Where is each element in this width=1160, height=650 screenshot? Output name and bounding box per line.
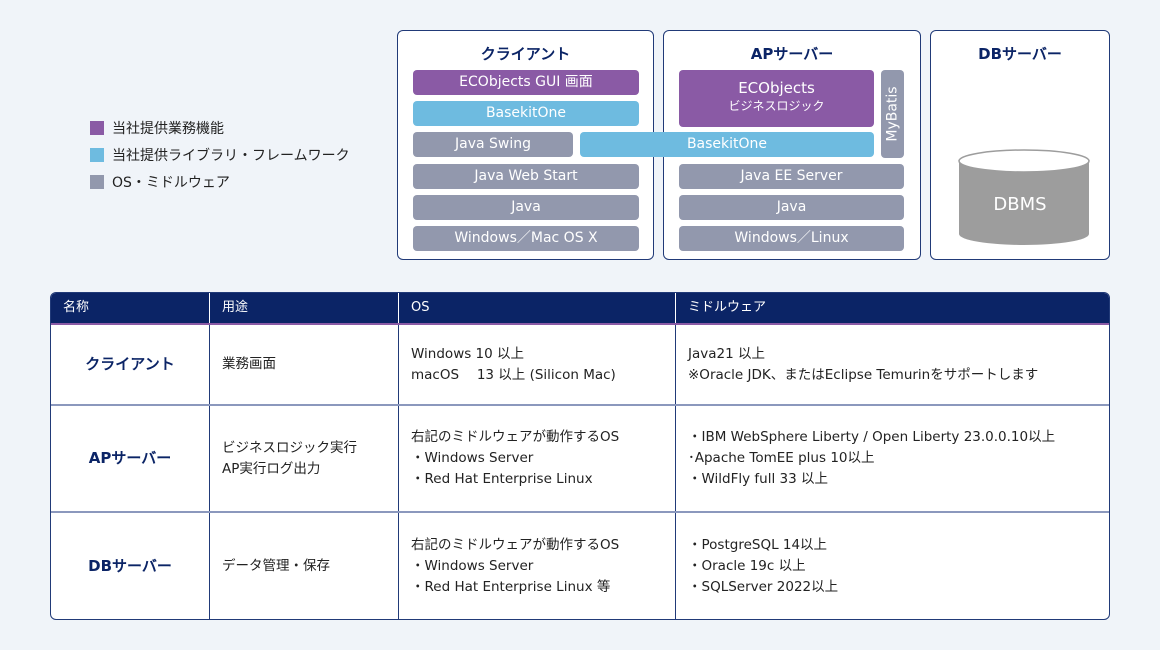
middleware-line: ・Oracle 19c 以上 (688, 557, 806, 574)
basekitone-client-block: BasekitOne (413, 101, 639, 126)
ap-server-frame: APサーバー ECObjects ビジネスロジック MyBatis Java E… (663, 30, 921, 260)
legend-label: 当社提供ライブラリ・フレームワーク (112, 147, 350, 164)
db-server-frame: DBサーバー DBMS (930, 30, 1110, 260)
os-line: ・Windows Server (411, 450, 534, 466)
row-usage: データ管理・保存 (210, 513, 399, 619)
row-name: クライアント (51, 325, 210, 404)
row-os: Windows 10 以上 macOS 13 以上 (Silicon Mac) (399, 325, 676, 404)
os-line: 右記のミドルウェアが動作するOS (411, 429, 620, 445)
row-name: DBサーバー (51, 513, 210, 619)
header-usage: 用途 (210, 293, 399, 323)
usage-line: 業務画面 (222, 356, 276, 372)
row-name: APサーバー (51, 406, 210, 511)
legend-item-os-middleware: OS・ミドルウェア (90, 168, 350, 195)
middleware-line: Java21 以上 (688, 345, 765, 362)
row-middleware: ・IBM WebSphere Liberty / Open Liberty 23… (676, 406, 1108, 511)
table-row: DBサーバー データ管理・保存 右記のミドルウェアが動作するOS ・Window… (51, 513, 1109, 619)
basekitone-shared-block: BasekitOne (580, 132, 874, 157)
usage-line: ビジネスロジック実行 (222, 439, 357, 456)
mybatis-block: MyBatis (881, 70, 904, 158)
database-cylinder-icon (958, 149, 1090, 245)
os-line: ・Windows Server (411, 557, 534, 574)
ap-server-title: APサーバー (750, 45, 834, 63)
row-middleware: Java21 以上 ※Oracle JDK、またはEclipse Temurin… (676, 325, 1108, 404)
java-web-start-block: Java Web Start (413, 164, 639, 189)
mybatis-label: MyBatis (884, 86, 900, 142)
client-title: クライアント (480, 45, 571, 63)
java-ee-server-block: Java EE Server (679, 164, 904, 189)
os-line: ・Red Hat Enterprise Linux 等 (411, 578, 611, 595)
header-name: 名称 (51, 293, 210, 323)
business-logic-label: ビジネスロジック (728, 99, 825, 113)
header-os: OS (399, 293, 676, 323)
ecobjects-label: ECObjects (738, 79, 815, 97)
table-row: クライアント 業務画面 Windows 10 以上 macOS 13 以上 (S… (51, 325, 1109, 406)
java-ap-block: Java (679, 195, 904, 220)
legend-label: 当社提供業務機能 (112, 120, 224, 137)
legend-label: OS・ミドルウェア (112, 174, 230, 191)
java-swing-block: Java Swing (413, 132, 573, 157)
os-line: macOS 13 以上 (Silicon Mac) (411, 366, 616, 383)
legend-swatch-purple (90, 120, 104, 135)
row-usage: ビジネスロジック実行 AP実行ログ出力 (210, 406, 399, 511)
usage-line: AP実行ログ出力 (222, 460, 321, 477)
ecobjects-business-logic-block: ECObjects ビジネスロジック (679, 70, 874, 127)
middleware-line: ･Apache TomEE plus 10以上 (688, 450, 875, 466)
usage-line: データ管理・保存 (222, 557, 330, 574)
os-line: Windows 10 以上 (411, 345, 525, 362)
os-line: 右記のミドルウェアが動作するOS (411, 536, 620, 553)
dbms-label: DBMS (993, 194, 1047, 215)
row-os: 右記のミドルウェアが動作するOS ・Windows Server ・Red Ha… (399, 406, 676, 511)
legend-item-business: 当社提供業務機能 (90, 114, 350, 141)
table-row: APサーバー ビジネスロジック実行 AP実行ログ出力 右記のミドルウェアが動作す… (51, 406, 1109, 513)
middleware-line: ・PostgreSQL 14以上 (688, 536, 828, 553)
row-os: 右記のミドルウェアが動作するOS ・Windows Server ・Red Ha… (399, 513, 676, 619)
legend-swatch-blue (90, 147, 104, 162)
middleware-line: ・IBM WebSphere Liberty / Open Liberty 23… (688, 429, 1056, 445)
os-line: ・Red Hat Enterprise Linux (411, 471, 593, 487)
legend-swatch-grey (90, 174, 104, 189)
system-requirements-table: 名称 用途 OS ミドルウェア クライアント 業務画面 Windows 10 以… (50, 292, 1110, 620)
row-middleware: ・PostgreSQL 14以上 ・Oracle 19c 以上 ・SQLServ… (676, 513, 1108, 619)
db-server-title: DBサーバー (978, 45, 1062, 63)
middleware-line: ・WildFly full 33 以上 (688, 471, 828, 487)
legend: 当社提供業務機能 当社提供ライブラリ・フレームワーク OS・ミドルウェア (90, 114, 350, 195)
middleware-line: ※Oracle JDK、またはEclipse Temurinをサポートします (688, 366, 1039, 383)
java-client-block: Java (413, 195, 639, 220)
table-header: 名称 用途 OS ミドルウェア (51, 293, 1109, 325)
row-usage: 業務画面 (210, 325, 399, 404)
client-os-block: Windows／Mac OS X (413, 226, 639, 251)
ap-os-block: Windows／Linux (679, 226, 904, 251)
middleware-line: ・SQLServer 2022以上 (688, 578, 839, 595)
header-middleware: ミドルウェア (688, 300, 767, 315)
legend-item-library: 当社提供ライブラリ・フレームワーク (90, 141, 350, 168)
ecobjects-gui-block: ECObjects GUI 画面 (413, 70, 639, 95)
